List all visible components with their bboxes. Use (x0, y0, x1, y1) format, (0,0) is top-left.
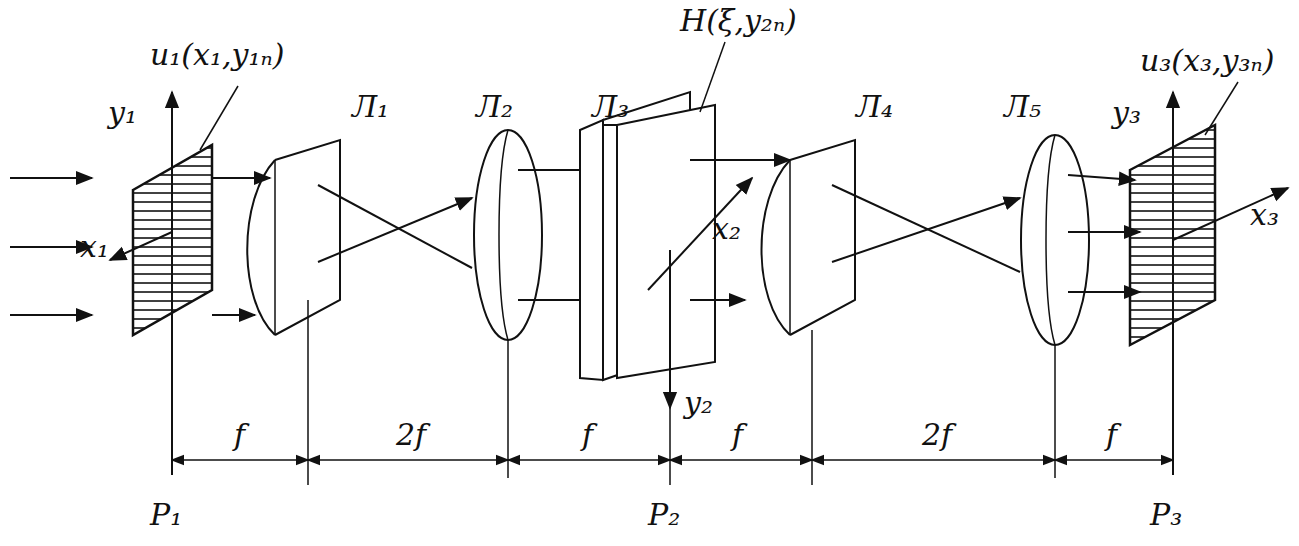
dimension-label: f (732, 420, 743, 450)
position-line (507, 340, 509, 478)
dimension-line (172, 459, 1173, 461)
dimension-label: 2f (922, 420, 952, 450)
plane-label: P₂ (648, 500, 680, 530)
lens-label: Л₁ (352, 92, 389, 122)
lens-label: Л₂ (476, 92, 513, 122)
position-line (669, 408, 671, 485)
ray (832, 185, 1020, 272)
plane-label: P₃ (1150, 500, 1182, 530)
beam-arrow (10, 246, 92, 248)
cylindrical-lens (247, 140, 340, 335)
field-label: u₃(x₃,y₃ₙ) (1140, 46, 1274, 76)
axis-label: y₂ (684, 388, 713, 418)
field-label: u₁(x₁,y₁ₙ) (150, 40, 284, 70)
lens-label: Л₄ (856, 92, 893, 122)
cylindrical-lens (762, 140, 856, 335)
beam-arrow (10, 314, 92, 316)
x1-axis (110, 232, 172, 260)
axis-label: x₁ (80, 232, 109, 262)
y3-axis (1172, 92, 1174, 475)
dimension-label: f (1106, 420, 1117, 450)
axis-label: x₂ (712, 214, 741, 244)
lens-label: Л₅ (1004, 92, 1041, 122)
cylindrical-lens (474, 130, 542, 340)
dimension-label: f (582, 420, 593, 450)
ray (318, 185, 472, 268)
axis-label: x₃ (1250, 200, 1279, 230)
position-line (307, 300, 309, 485)
y2-axis (669, 250, 671, 408)
cylindrical-lens (1021, 135, 1089, 345)
ray (212, 314, 255, 316)
x3-axis (1173, 188, 1288, 240)
position-line (1054, 345, 1056, 478)
position-line (811, 330, 813, 485)
ray (690, 299, 745, 301)
dimension-label: 2f (396, 420, 426, 450)
ray (318, 198, 472, 262)
y1-axis (171, 92, 173, 475)
beam-arrow (10, 177, 92, 179)
axis-label: y₃ (1112, 98, 1141, 128)
lens-label: Л₃ (592, 92, 629, 122)
ray (1068, 175, 1135, 180)
dimension-label: f (234, 420, 245, 450)
leader-line (200, 86, 238, 150)
ray (832, 198, 1020, 262)
leader-line (1205, 82, 1238, 135)
axis-label: y₁ (108, 98, 137, 128)
filter-plates (580, 92, 715, 380)
plane-label: P₁ (150, 500, 182, 530)
leader-line (700, 42, 725, 112)
filter-label: H(ξ,y₂ₙ) (680, 6, 797, 36)
x2-axis (648, 178, 752, 290)
ray (690, 159, 790, 161)
ray (518, 299, 582, 301)
